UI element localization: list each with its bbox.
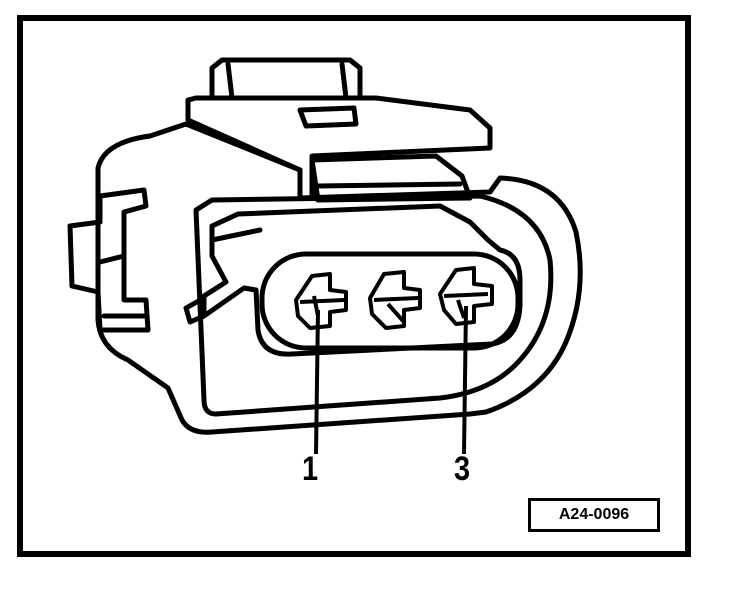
side-clip — [67, 187, 151, 333]
latch-window — [297, 105, 359, 129]
latch-tab — [209, 57, 363, 101]
leader-line-3 — [462, 305, 468, 455]
figure-code-box: A24-0096 — [528, 498, 660, 532]
connector-housing — [95, 121, 583, 435]
contact-insert — [201, 203, 523, 357]
callout-label-1: 1 — [302, 450, 319, 488]
figure-frame — [17, 15, 691, 557]
lock-slot — [309, 153, 473, 203]
pin-face — [259, 251, 521, 351]
leader-line-1 — [314, 309, 320, 455]
housing-inner-rim — [193, 193, 554, 417]
figure-code: A24-0096 — [558, 506, 630, 523]
insert-ledge — [183, 227, 263, 325]
pin-1 — [294, 272, 348, 330]
pin-3 — [438, 266, 494, 326]
latch-tab-edge — [225, 61, 349, 101]
side-clip-rib — [97, 253, 149, 319]
lock-slot-rib — [315, 181, 463, 189]
callout-label-3: 3 — [454, 450, 471, 488]
pin-2 — [368, 270, 422, 330]
